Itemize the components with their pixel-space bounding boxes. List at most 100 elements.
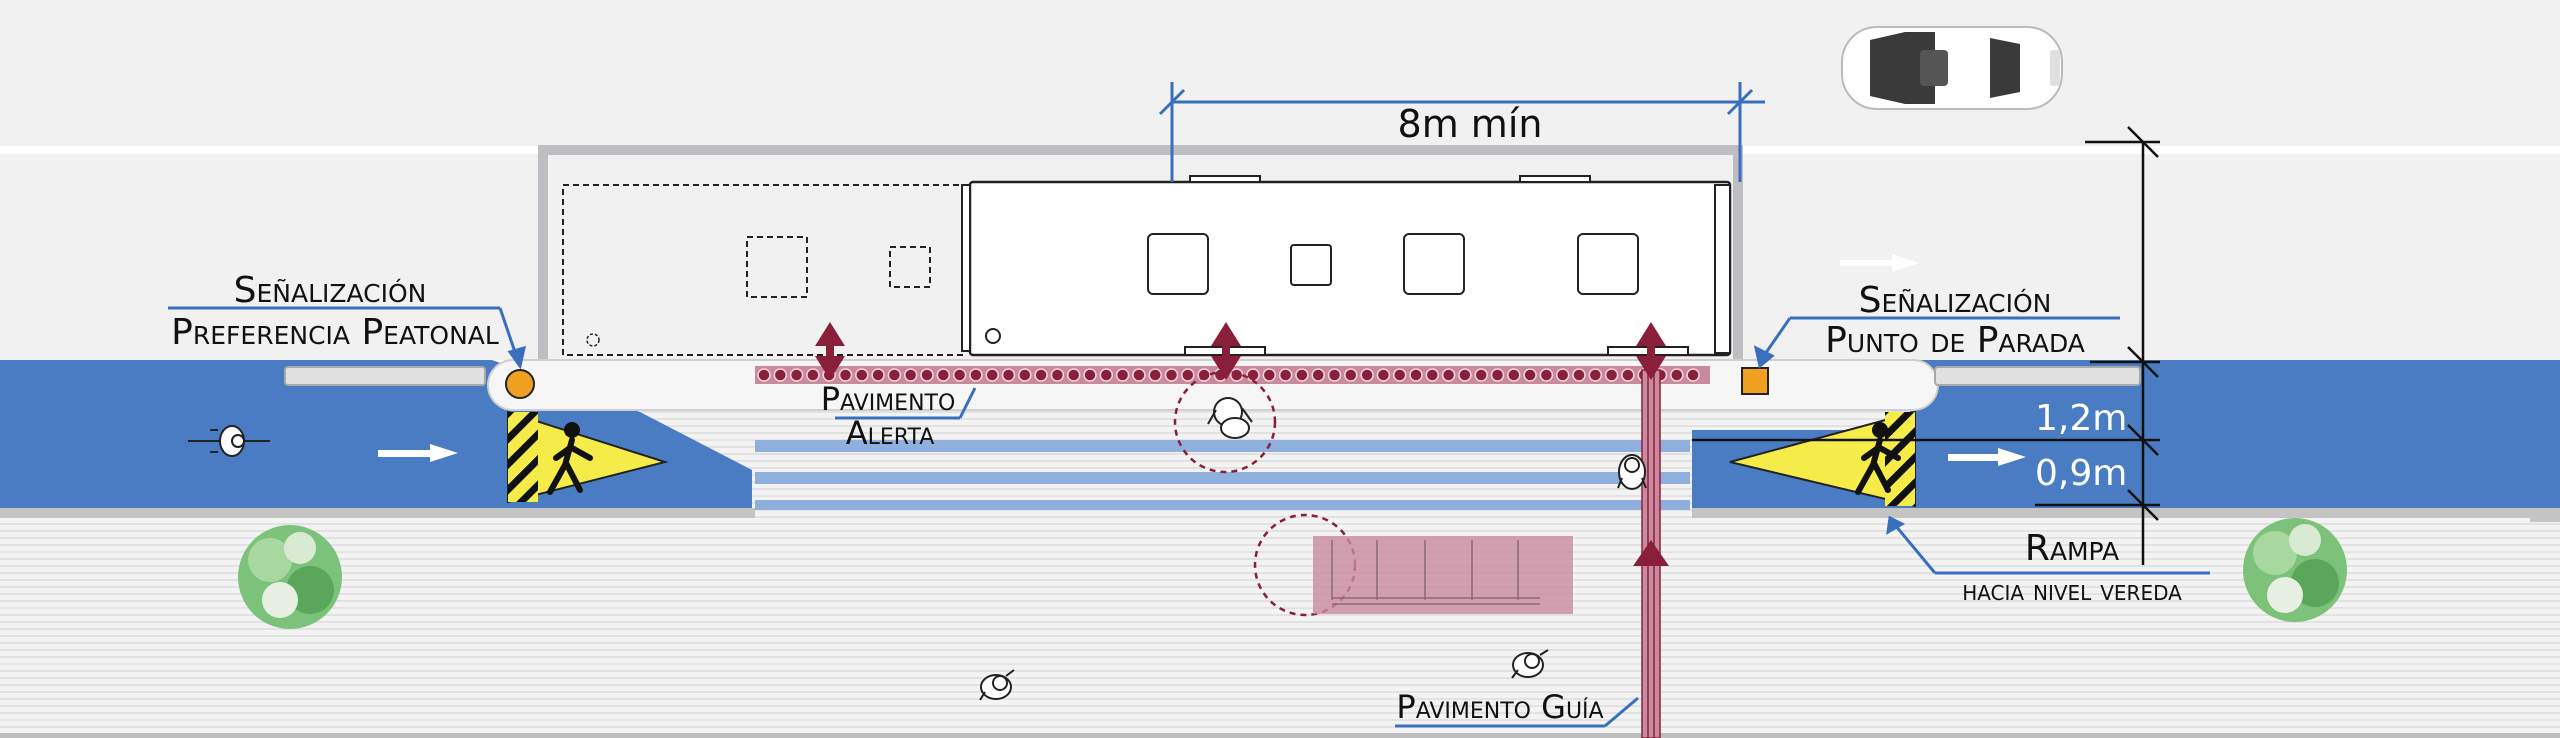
tactile-alert-dot (806, 368, 820, 382)
tactile-alert-dot (1621, 368, 1635, 382)
tactile-alert-dot (1604, 368, 1619, 382)
tactile-alert-dot (1066, 368, 1081, 382)
bus-shelter-bench (1313, 536, 1573, 614)
second-bus-window (889, 246, 931, 288)
tactile-alert-dot (920, 368, 934, 382)
tactile-alert-dot (838, 368, 853, 382)
tactile-alert-dot (887, 368, 902, 382)
tactile-alert-dot (1115, 368, 1130, 382)
bus-roof-vent (1189, 175, 1261, 183)
wheelchair-user-icon (1207, 397, 1253, 439)
leader-line-pref-peatonal (168, 306, 527, 370)
width-dimension (1692, 126, 2160, 565)
tactile-alert-dot (1262, 368, 1277, 382)
tactile-alert-dot (1034, 368, 1048, 382)
boarding-arrow-icon (815, 322, 845, 380)
leader-line-punto-parada (1753, 316, 2120, 369)
tactile-alert-dot (1670, 368, 1684, 382)
tactile-alert-dot (1490, 368, 1505, 382)
pedestrian-warning-sign-right (1729, 410, 1916, 508)
bike-lane-left-curb (0, 508, 755, 518)
dimension-width-label: 0,9m (2035, 453, 2127, 494)
length-dimension (1158, 82, 1765, 182)
tactile-alert-dot (1376, 368, 1391, 382)
tactile-alert-dot (1083, 368, 1097, 382)
tactile-alert-dot (1197, 368, 1211, 382)
tactile-alert-dot (789, 368, 804, 382)
road-direction-arrow-icon (1840, 254, 1920, 272)
tactile-alert-dot (1507, 368, 1521, 382)
label-senal-parada-line2: Punto de Parada (1825, 320, 2085, 361)
tactile-alert-dot (1392, 368, 1407, 382)
dimension-length-label: 8m mín (1398, 102, 1543, 146)
pedestrian-icon (1617, 454, 1647, 490)
second-bus-window (746, 236, 808, 298)
tactile-alert-dot (1360, 368, 1374, 382)
tactile-alert-dot (1686, 368, 1700, 382)
tactile-alert-dot (1311, 368, 1325, 382)
tactile-alert-dot (1344, 368, 1358, 382)
car-icon (1841, 26, 2063, 110)
bus-roof-hatch (1403, 233, 1465, 295)
pedestrian-warning-sign-left (507, 410, 669, 504)
tactile-alert-dot (1409, 368, 1423, 382)
tactile-alert-dot (969, 368, 983, 382)
cyclist-icon (188, 425, 270, 457)
bus-roof-vent (1519, 175, 1591, 183)
bus-roof-hatch (1577, 233, 1639, 295)
pedestrian-icon (1511, 649, 1549, 679)
bus-stop-sign-icon (1741, 367, 1769, 395)
bike-direction-arrow-icon (1948, 448, 2026, 466)
boarding-arrow-icon (1636, 322, 1666, 380)
label-rampa-line1: Rampa (2025, 528, 2119, 569)
tactile-alert-dot (1295, 368, 1309, 382)
tactile-alert-dot (1050, 368, 1065, 382)
tactile-alert-dot (871, 368, 885, 382)
tactile-alert-dot (1018, 368, 1032, 382)
tactile-alert-dot (1132, 368, 1146, 382)
leader-line-rampa (1886, 515, 2210, 575)
tactile-alert-dot (1181, 368, 1195, 382)
tactile-alert-dot (1001, 368, 1016, 382)
tactile-alert-dot (1474, 368, 1488, 382)
label-senal-pref-line2: Preferencia Peatonal (171, 312, 499, 353)
bus-roof-hatch (1147, 233, 1209, 295)
tactile-alert-dot (1229, 368, 1244, 382)
tree-icon (2243, 518, 2347, 622)
bus-front-cab (1714, 184, 1731, 354)
tactile-alert-dot (1539, 368, 1554, 382)
bike-lane-right-curb (1692, 508, 2560, 518)
tactile-alert-dot (1099, 368, 1114, 382)
sidewalk-bottom-edge (0, 733, 2560, 738)
leader-line-pavimento-guia (1395, 696, 1639, 728)
tactile-alert-dot (773, 368, 788, 382)
tactile-alert-dot (1572, 368, 1586, 382)
pedestrian-icon (979, 669, 1015, 701)
label-pav-alerta-line2: Alerta (846, 414, 935, 452)
bike-lane-right-curb-end (2530, 508, 2560, 522)
label-senal-parada-line1: Señalización (1859, 280, 2052, 321)
tactile-alert-dot (855, 368, 869, 382)
crosswalk-stripe (755, 500, 1690, 510)
tree-icon (238, 525, 342, 629)
crosswalk-stripe (755, 472, 1690, 484)
guide-arrow-icon (1633, 540, 1669, 566)
label-senal-pref-line1: Señalización (234, 270, 427, 311)
label-rampa-line2: hacia nivel vereda (1962, 574, 2182, 607)
tactile-alert-dot (1425, 368, 1440, 382)
wheelchair-turning-circle (1173, 370, 1277, 474)
tactile-alert-dot (1441, 368, 1456, 382)
dimension-width-label: 1,2m (2035, 398, 2127, 439)
tactile-alert-dot (1164, 368, 1179, 382)
label-pav-guia: Pavimento Guía (1396, 688, 1603, 726)
bus-roof-hatch (1290, 244, 1332, 286)
crosswalk-stripe (755, 440, 1690, 452)
tactile-alert-dot (1458, 368, 1472, 382)
tactile-alert-dot (1148, 368, 1162, 382)
label-pav-alerta-line1: Pavimento (821, 380, 956, 418)
tactile-alert-dot (985, 368, 999, 382)
tactile-alert-dot (1327, 368, 1342, 382)
curb-bumper-right (1934, 366, 2141, 386)
tactile-alert-dot (1523, 368, 1537, 382)
